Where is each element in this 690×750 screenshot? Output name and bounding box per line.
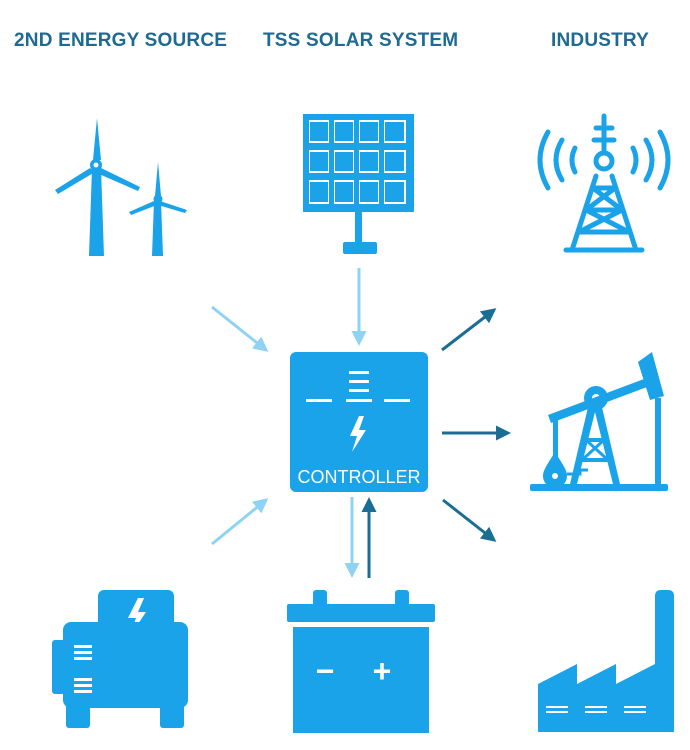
lightning-icon — [350, 416, 366, 452]
arrow-wind-to-controller — [211, 305, 269, 352]
wind-turbine-icon — [55, 118, 187, 256]
arrow-controller-to-factory — [442, 498, 497, 542]
factory-icon — [538, 590, 674, 732]
controller-label: CONTROLLER — [297, 467, 420, 487]
header-2nd-energy-source: 2ND ENERGY SOURCE — [14, 30, 228, 51]
arrow-controller-to-tower — [441, 308, 497, 352]
battery-plus-label: + — [373, 653, 392, 689]
battery-minus-label: − — [316, 653, 335, 689]
controller-box: CONTROLLER — [290, 352, 428, 492]
battery-icon: − + — [287, 590, 435, 733]
radio-tower-icon — [537, 113, 671, 253]
oil-pump-icon — [530, 352, 668, 491]
generator-icon — [52, 590, 188, 728]
arrow-generator-to-controller — [211, 498, 269, 546]
header-industry: INDUSTRY — [551, 30, 650, 51]
header-tss-solar-system: TSS SOLAR SYSTEM — [263, 30, 459, 51]
solar-panel-icon — [303, 114, 414, 254]
flow-arrows — [211, 268, 511, 578]
